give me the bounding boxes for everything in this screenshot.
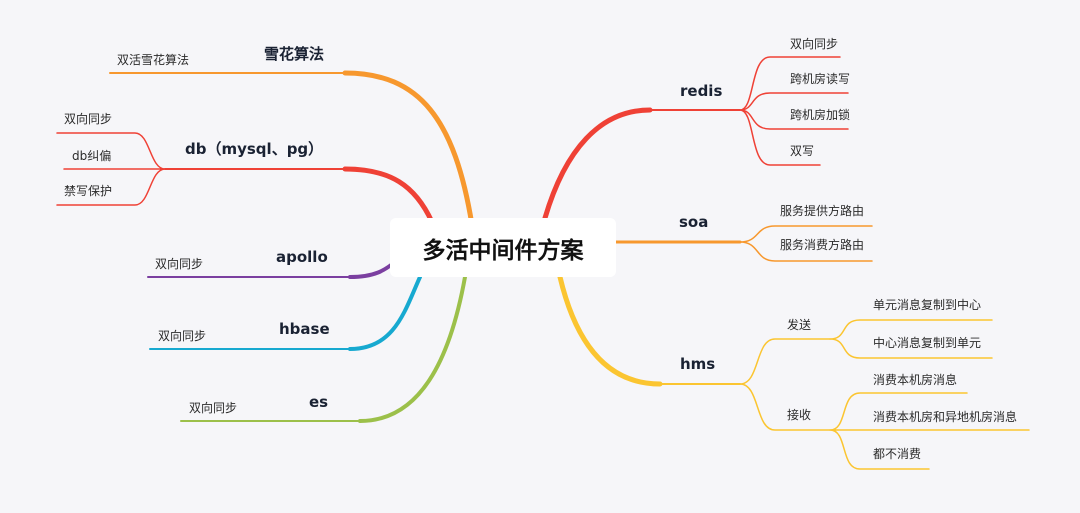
leaf[interactable]: 消费本机房和异地机房消息 (873, 410, 1018, 424)
topic-hms[interactable]: hms (680, 355, 716, 373)
leaf[interactable]: 单元消息复制到中心 (873, 298, 982, 312)
subtopic[interactable]: 双活雪花算法 (117, 53, 190, 67)
leaf[interactable]: 中心消息复制到单元 (873, 336, 982, 350)
central-topic[interactable]: 多活中间件方案 (390, 218, 616, 277)
subtopic[interactable]: 服务消费方路由 (780, 238, 865, 252)
subtopic-send[interactable]: 发送 (787, 318, 812, 332)
topic-redis[interactable]: redis (680, 82, 723, 100)
branch-redis (544, 109, 741, 219)
topic-db[interactable]: db（mysql、pg） (185, 140, 324, 158)
subtopic[interactable]: 跨机房读写 (790, 72, 851, 86)
leaf[interactable]: 都不消费 (873, 447, 922, 461)
topic-apollo[interactable]: apollo (276, 248, 328, 266)
subtopic[interactable]: 跨机房加锁 (790, 108, 851, 122)
subtopic[interactable]: 禁写保护 (64, 184, 113, 198)
leaf[interactable]: 消费本机房消息 (873, 373, 958, 387)
subtopic[interactable]: 双写 (790, 144, 815, 158)
topic-soa[interactable]: soa (679, 213, 709, 231)
subtopic[interactable]: 双向同步 (155, 257, 204, 271)
topic-hbase[interactable]: hbase (279, 320, 330, 338)
subtopic[interactable]: 双向同步 (189, 401, 238, 415)
subtopic[interactable]: 双向同步 (64, 112, 113, 126)
topic-snowflake[interactable]: 雪花算法 (264, 45, 325, 63)
topic-es[interactable]: es (309, 393, 329, 411)
subtopic[interactable]: 双向同步 (158, 329, 207, 343)
subtopic[interactable]: db纠偏 (72, 149, 112, 163)
subtopic[interactable]: 双向同步 (790, 37, 839, 51)
subtopic[interactable]: 服务提供方路由 (780, 204, 865, 218)
subtopic-receive[interactable]: 接收 (787, 408, 812, 422)
